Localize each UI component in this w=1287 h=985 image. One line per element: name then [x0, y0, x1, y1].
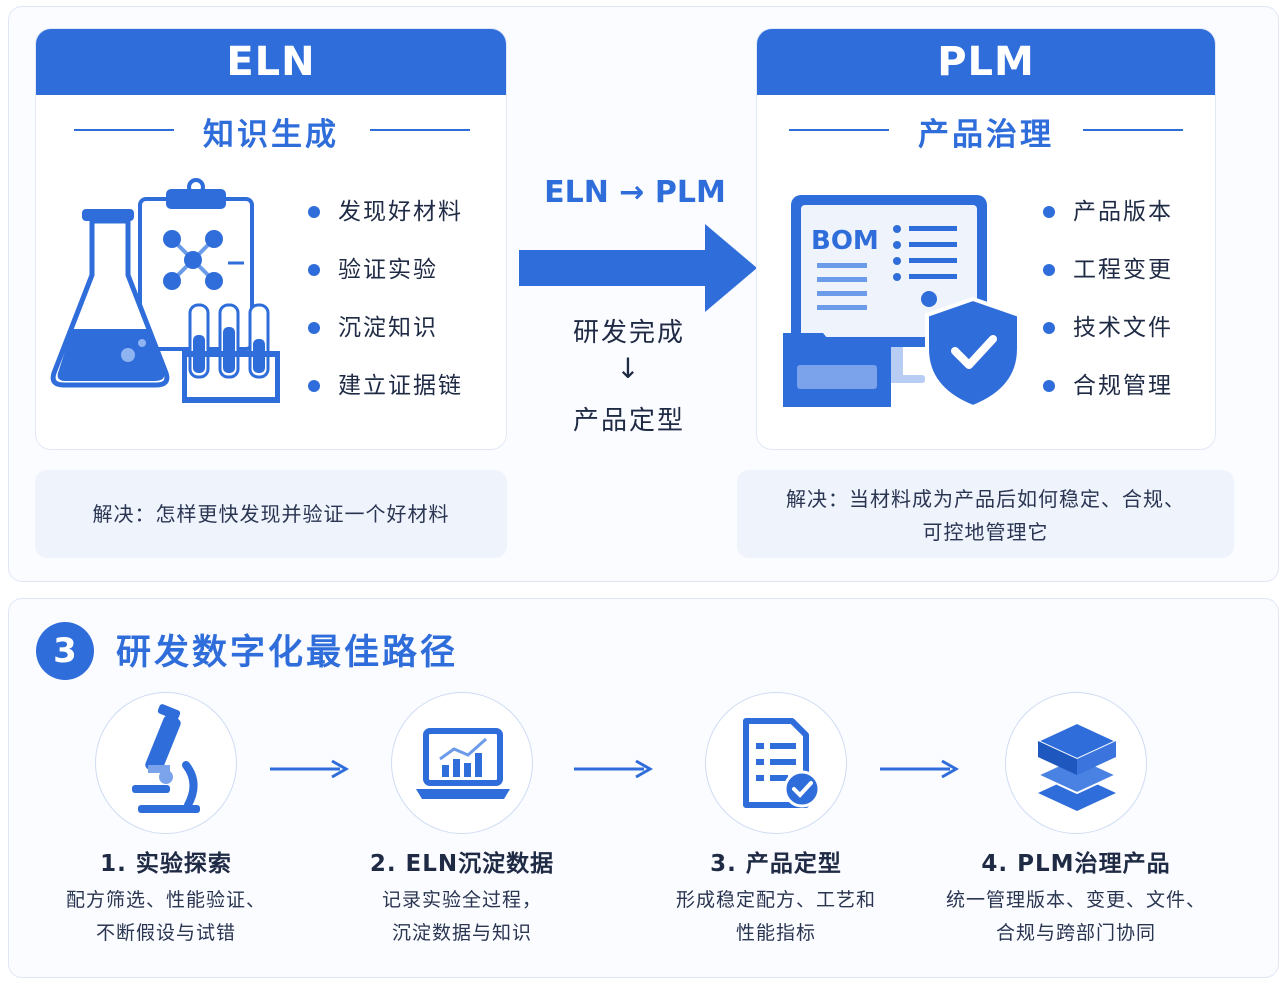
step-arrow-icon [270, 759, 350, 779]
flow-from: 研发完成 [572, 318, 685, 348]
step-4-desc: 统一管理版本、变更、文件、合规与跨部门协同 [945, 889, 1206, 944]
bullet-dot [308, 264, 320, 276]
section-number-badge: 3 [36, 622, 94, 680]
bullet-dot [308, 206, 320, 218]
eln-card: ELN 知识生成 发现好材料 验证实 [35, 28, 507, 450]
step-2-title: 2. ELN沉淀数据 [369, 851, 555, 877]
bullet-dot [308, 380, 320, 392]
step-4-title: 4. PLM治理产品 [981, 851, 1171, 877]
eln-bullet-item: 沉淀知识 [308, 313, 463, 371]
plm-note-line1: 解决：当材料成为产品后如何稳定、合规、 [786, 487, 1185, 511]
plm-bullet-item: 技术文件 [1043, 313, 1173, 371]
step-4-circle [1005, 692, 1147, 834]
step-3-title: 3. 产品定型 [710, 851, 842, 877]
eln-subtitle-row: 知识生成 [36, 95, 506, 163]
step-1-desc: 配方筛选、性能验证、不断假设与试错 [65, 889, 266, 944]
step-2-circle [391, 692, 533, 834]
layers-icon [1035, 721, 1119, 811]
plm-subtitle-row: 产品治理 [757, 95, 1215, 163]
subtitle-rule-right [1083, 129, 1183, 131]
microscope-icon [132, 704, 200, 813]
flow-title: ELN → PLM [544, 175, 726, 210]
subtitle-rule-left [789, 129, 889, 131]
bullet-dot [1043, 322, 1055, 334]
plm-bullet-item: 合规管理 [1043, 371, 1173, 429]
step-arrow-icon [880, 759, 960, 779]
bullet-dot [1043, 380, 1055, 392]
plm-card: PLM 产品治理 BOM 产品版本 工程变更 技术文件 合规管 [756, 28, 1216, 450]
plm-subtitle: 产品治理 [918, 117, 1054, 153]
plm-bullet-list: 产品版本 工程变更 技术文件 合规管理 [1043, 197, 1173, 429]
subtitle-rule-right [370, 129, 470, 131]
laptop-chart-icon [416, 728, 510, 799]
plm-note-line2: 可控地管理它 [922, 520, 1049, 544]
bullet-dot [1043, 206, 1055, 218]
bom-monitor-icon: BOM [783, 195, 1021, 407]
right-arrow-icon [519, 224, 757, 312]
flow-to: 产品定型 [572, 406, 685, 436]
eln-header: ELN [36, 29, 506, 95]
step-2-desc: 记录实验全过程，沉淀数据与知识 [381, 889, 542, 944]
step-1-circle [95, 692, 237, 834]
bom-label: BOM [811, 226, 879, 256]
eln-bullet-item: 验证实验 [308, 255, 463, 313]
step-3-circle [705, 692, 847, 834]
eln-note: 解决：怎样更快发现并验证一个好材料 [35, 470, 507, 558]
plm-bullet-item: 产品版本 [1043, 197, 1173, 255]
plm-note: 解决：当材料成为产品后如何稳定、合规、 可控地管理它 [737, 470, 1234, 558]
eln-bullet-item: 发现好材料 [308, 197, 463, 255]
lab-flask-icon [50, 178, 280, 403]
step-3-desc: 形成稳定配方、工艺和性能指标 [675, 889, 876, 944]
subtitle-rule-left [74, 129, 174, 131]
section-title: 研发数字化最佳路径 [116, 633, 459, 673]
bullet-dot [308, 322, 320, 334]
plm-header: PLM [757, 29, 1215, 95]
eln-subtitle: 知识生成 [203, 117, 339, 153]
eln-bullet-item: 建立证据链 [308, 371, 463, 429]
eln-bullet-list: 发现好材料 验证实验 沉淀知识 建立证据链 [308, 197, 463, 429]
checklist-icon [743, 718, 821, 808]
plm-bullet-item: 工程变更 [1043, 255, 1173, 313]
step-arrow-icon [574, 759, 654, 779]
step-1-title: 1. 实验探索 [100, 851, 232, 877]
down-arrow-icon: ↓ [616, 352, 642, 385]
bullet-dot [1043, 264, 1055, 276]
